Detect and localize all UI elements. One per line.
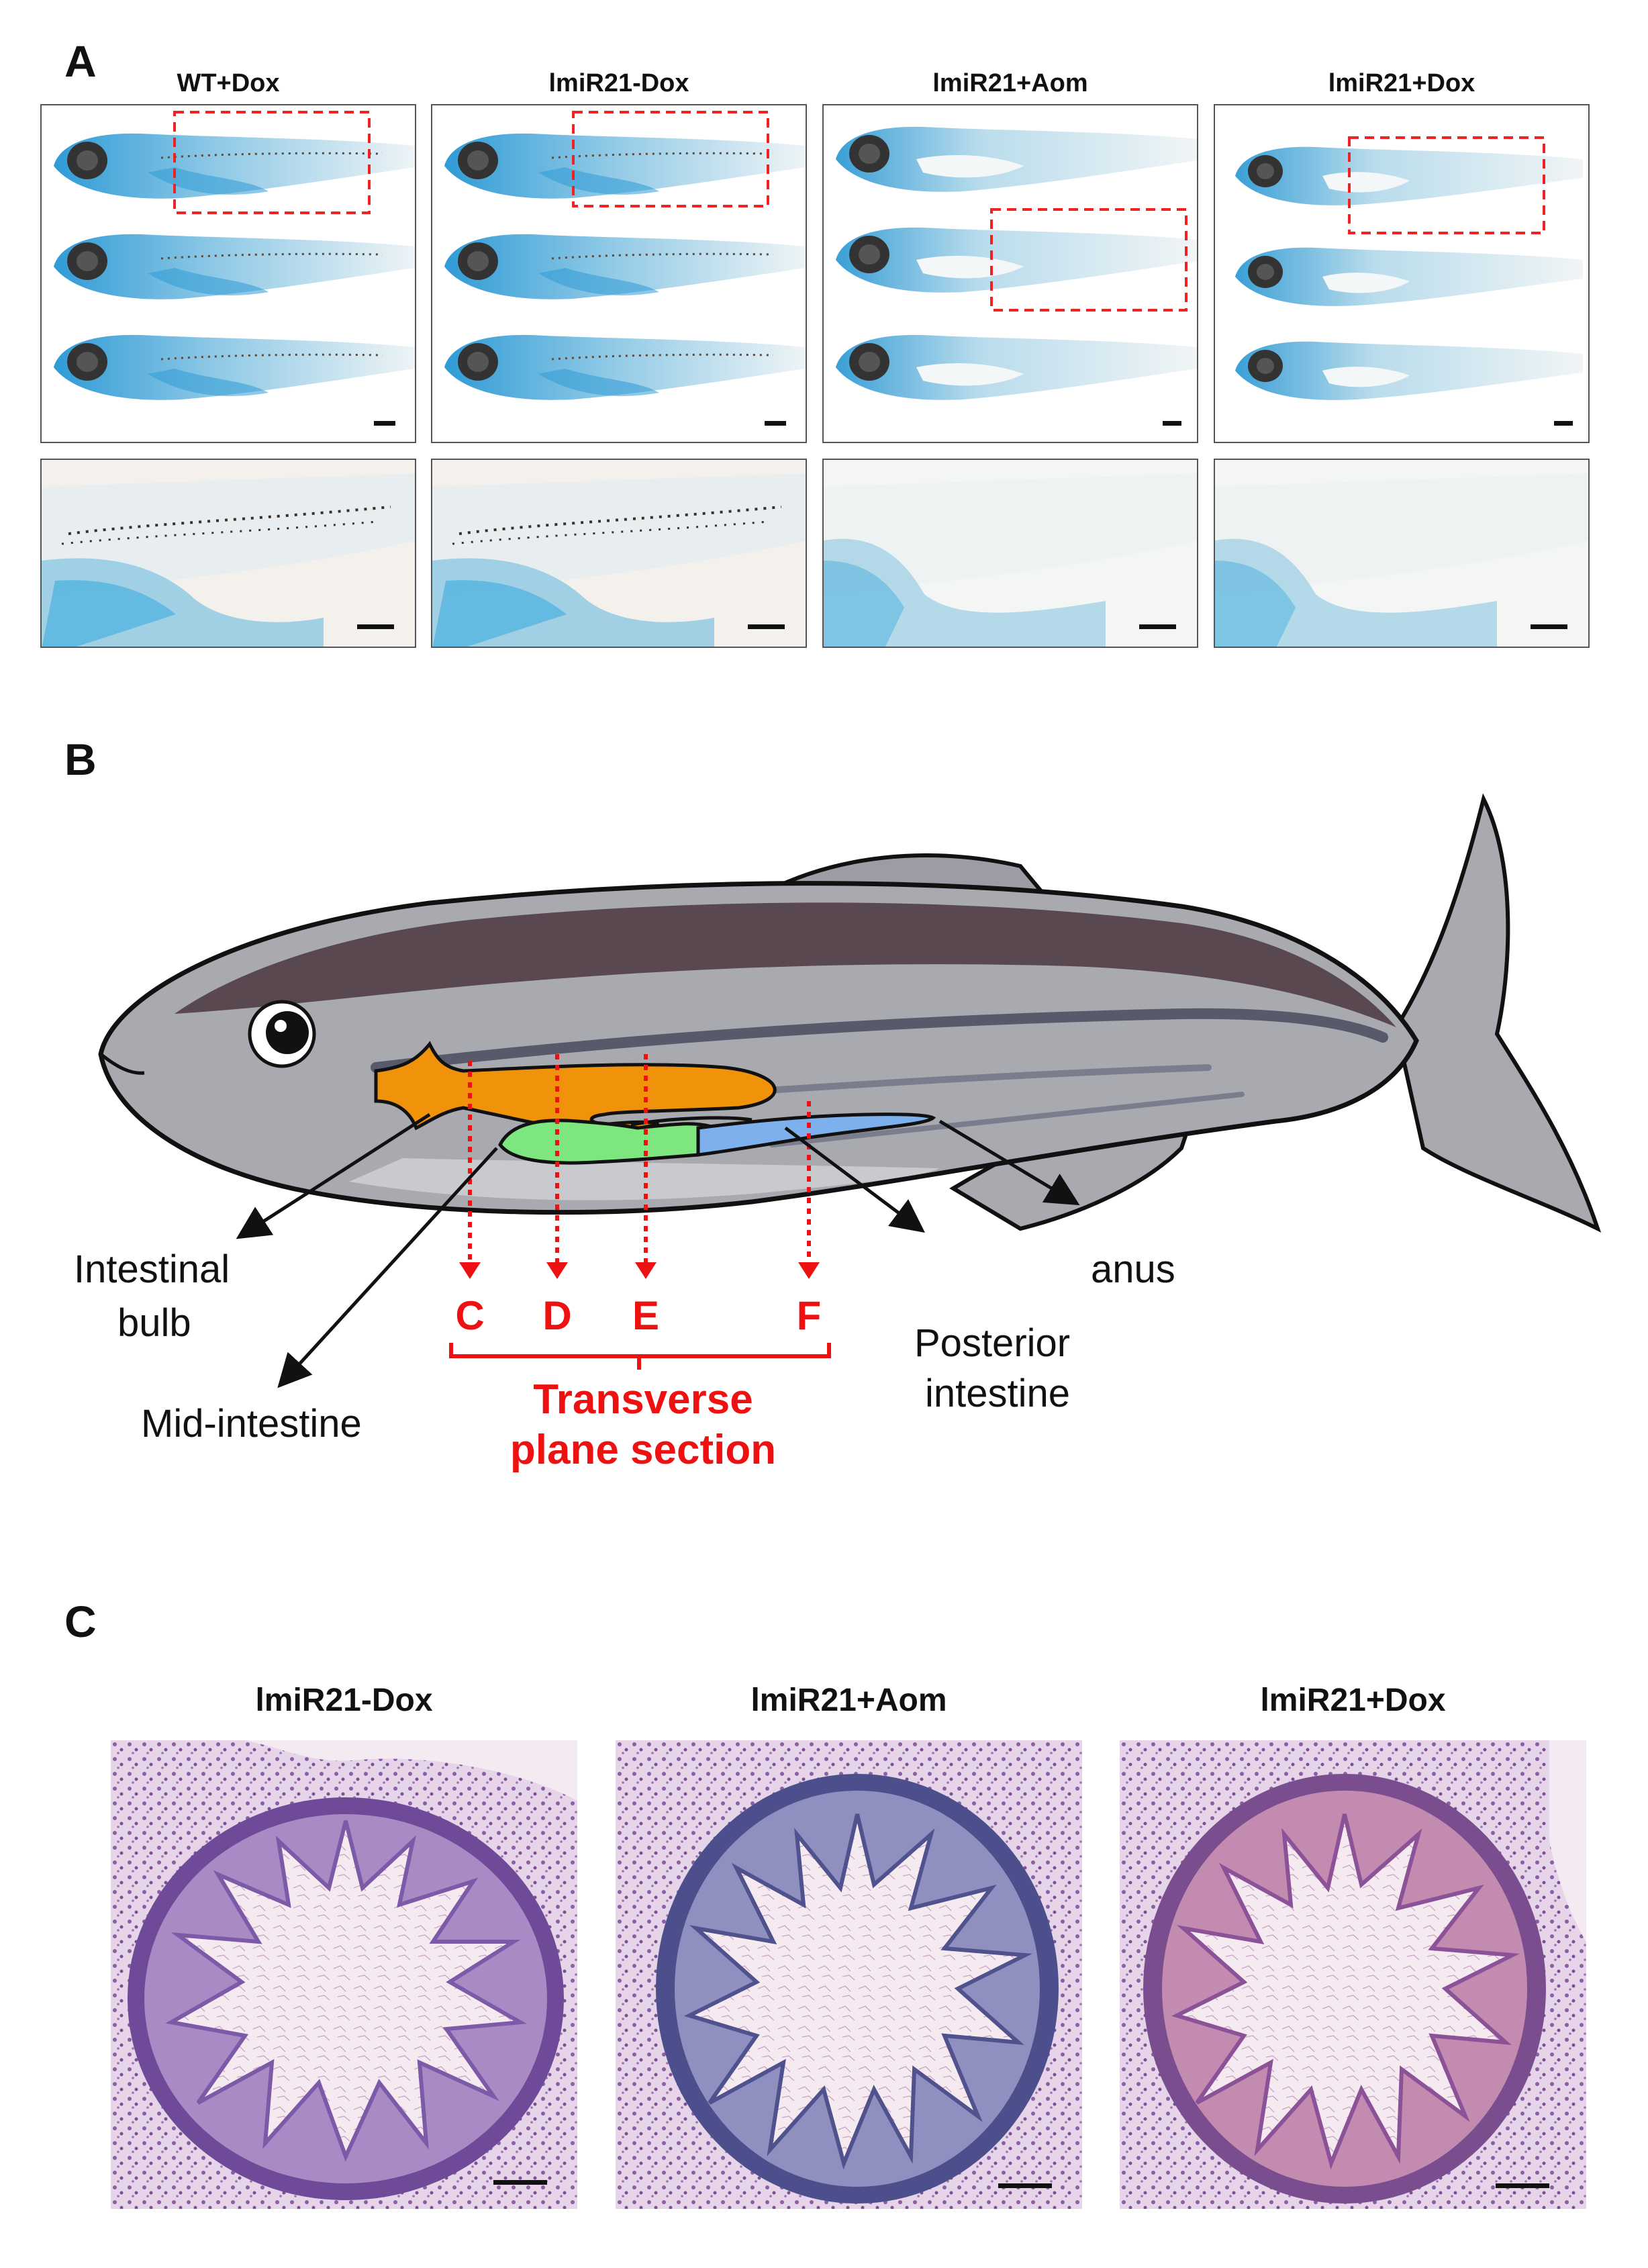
panel-a-larvae-image-lmir21-minus-dox <box>431 104 807 443</box>
scale-bar <box>748 624 785 629</box>
panel-c-histology-image-lmir21-aom <box>616 1740 1082 2209</box>
posterior-intestine-organ <box>696 1113 936 1157</box>
label-anus: anus <box>1091 1247 1175 1291</box>
panel-a-letter: A <box>64 36 97 86</box>
panel-a-larvae-image-lmir21-plus-dox <box>1214 104 1590 443</box>
scale-bar <box>1163 421 1181 426</box>
label-intestinal-bulb-line-1: Intestinal <box>74 1247 230 1291</box>
section-marker-d <box>546 1054 568 1279</box>
zoom-box <box>173 111 371 214</box>
scale-bar <box>357 624 394 629</box>
belly <box>349 1158 940 1200</box>
label-mid-intestine: Mid-intestine <box>141 1402 362 1446</box>
panel-c-title-lmir21-aom: lmiR21+Aom <box>750 1683 947 1718</box>
arrow-intestinal-bulb <box>236 1113 431 1239</box>
scale-bar <box>765 421 786 426</box>
mid-intestine-organ <box>498 1119 714 1165</box>
scale-bar <box>1496 2183 1549 2188</box>
stripe-1 <box>371 1008 1388 1073</box>
panel-a-title-wt-dox: WT+Dox <box>177 69 280 97</box>
arrow-anus <box>938 1119 1080 1206</box>
scale-bar <box>998 2183 1052 2188</box>
scale-bar <box>1554 421 1573 426</box>
section-marker-f <box>798 1101 820 1279</box>
scale-bar <box>493 2180 547 2185</box>
intestinal-bulb-organ <box>374 1041 777 1137</box>
tail-fin <box>1394 793 1602 1233</box>
panel-c-histology-image-lmir21-plus-dox <box>1120 1740 1586 2209</box>
scale-bar <box>1139 624 1176 629</box>
section-label-e: E <box>632 1293 659 1338</box>
section-label-d: D <box>542 1293 571 1338</box>
panel-c-title-lmir21-plus-dox: lmiR21+Dox <box>1260 1683 1446 1718</box>
zoom-box <box>1348 136 1545 234</box>
larva-1 <box>52 132 415 200</box>
panel-b-fish-diagram: C D E F Transverse plane section Intesti… <box>74 793 1602 1473</box>
panel-a-zoom-image-wt-dox <box>40 459 416 648</box>
panel-a-zoom-image-lmir21-aom <box>822 459 1198 648</box>
zoom-box <box>572 111 769 207</box>
transverse-label-line-2: plane section <box>510 1427 776 1473</box>
panel-a-title-lmir21-minus-dox: lmiR21-Dox <box>548 69 689 97</box>
section-label-f: F <box>797 1293 822 1338</box>
section-bracket <box>449 1343 831 1370</box>
label-posterior-intestine-line-2: intestine <box>925 1372 1070 1415</box>
panel-c-histology-image-lmir21-minus-dox <box>111 1740 577 2209</box>
section-marker-e <box>635 1054 657 1279</box>
panel-a-larvae-image-wt-dox <box>40 104 416 443</box>
panel-a-zoom-image-lmir21-plus-dox <box>1214 459 1590 648</box>
section-label-c: C <box>455 1293 484 1338</box>
scale-bar <box>1531 624 1567 629</box>
panel-c-letter: C <box>64 1597 97 1646</box>
panel-a-zoom-image-lmir21-minus-dox <box>431 459 807 648</box>
panel-b-letter: B <box>64 735 97 784</box>
label-intestinal-bulb-line-2: bulb <box>117 1301 191 1345</box>
larva-3 <box>52 334 415 401</box>
stripe-3 <box>769 1092 1245 1147</box>
panel-c-title-lmir21-minus-dox: lmiR21-Dox <box>255 1683 433 1718</box>
panel-a-title-lmir21-plus-dox: lmiR21+Dox <box>1328 69 1475 97</box>
scale-bar <box>374 421 395 426</box>
panel-a-title-lmir21-aom: lmiR21+Aom <box>932 69 1088 97</box>
transverse-label-line-1: Transverse <box>533 1376 753 1423</box>
label-posterior-intestine-line-1: Posterior <box>914 1321 1070 1365</box>
larva-2 <box>52 233 415 301</box>
dark-back <box>175 902 1396 1027</box>
panel-a-larvae-image-lmir21-aom <box>822 104 1198 443</box>
arrow-mid-intestine <box>277 1147 498 1388</box>
section-marker-c <box>459 1061 481 1279</box>
zoom-box <box>990 208 1187 312</box>
arrow-posterior-intestine <box>784 1127 925 1233</box>
